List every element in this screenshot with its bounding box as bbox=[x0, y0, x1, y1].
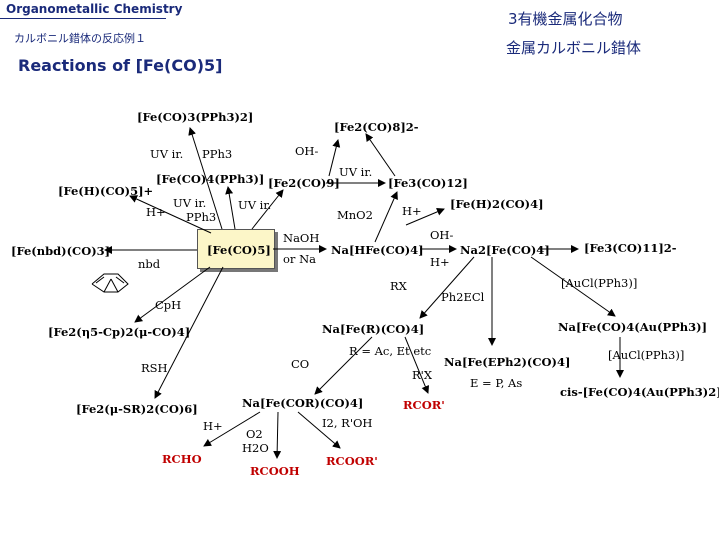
node-fe2-cp-co: [Fe2(η5-Cp)2(μ-CO)4] bbox=[48, 325, 191, 339]
product-rcho: RCHO bbox=[162, 452, 202, 466]
node-na-hfe-co4: Na[HFe(CO)4] bbox=[331, 243, 424, 257]
label-h-2: H+ bbox=[402, 204, 422, 218]
label-aucl-1: [AuCl(PPh3)] bbox=[561, 276, 638, 290]
node-fe-nbd-co3: [Fe(nbd)(CO)3] bbox=[11, 244, 111, 258]
label-co: CO bbox=[291, 357, 310, 371]
label-r-eq: R = Ac, Et etc bbox=[349, 344, 432, 358]
label-naoh: NaOH bbox=[283, 231, 320, 245]
label-pph3-2: PPh3 bbox=[186, 210, 217, 224]
section-subtitle: 金属カルボニル錯体 bbox=[506, 39, 642, 57]
label-uv-3: UV ir. bbox=[173, 196, 207, 210]
brand-underline bbox=[0, 18, 166, 19]
label-e-eq: E = P, As bbox=[470, 376, 523, 390]
node-fe2-sr: [Fe2(μ-SR)2(CO)6] bbox=[76, 402, 198, 416]
node-na2-fe-co4: Na2[Fe(CO)4] bbox=[460, 243, 550, 257]
node-fe2-co8: [Fe2(CO)8]2- bbox=[334, 120, 419, 134]
label-h2o: H2O bbox=[242, 441, 269, 455]
label-nbd: nbd bbox=[138, 257, 161, 271]
product-rcooh: RCOOH bbox=[250, 464, 300, 478]
slide-subtitle: カルボニル錯体の反応例１ bbox=[14, 32, 146, 45]
label-o2: O2 bbox=[246, 427, 263, 441]
label-uv-4: UV ir. bbox=[238, 198, 272, 212]
node-feh-co5: [Fe(H)(CO)5]+ bbox=[58, 184, 154, 198]
node-na-fe-cor-co4: Na[Fe(COR)(CO)4] bbox=[242, 396, 364, 410]
label-uv-1: UV ir. bbox=[150, 147, 184, 161]
label-oh-2: OH- bbox=[430, 228, 454, 242]
node-fe3-co11: [Fe3(CO)11]2- bbox=[584, 241, 677, 255]
product-rcoor: RCOOR' bbox=[326, 454, 378, 468]
label-h-3: H+ bbox=[430, 255, 450, 269]
section-title: 3有機金属化合物 bbox=[508, 10, 623, 28]
node-na-fe-co4-au: Na[Fe(CO)4(Au(PPh3)] bbox=[558, 320, 708, 334]
node-fe-co4-pph3: [Fe(CO)4(PPh3)] bbox=[156, 172, 265, 186]
node-fe2-co9: [Fe2(CO)9] bbox=[268, 176, 340, 190]
label-mno2: MnO2 bbox=[337, 208, 373, 222]
product-rcor: RCOR' bbox=[403, 398, 445, 412]
label-rx: RX bbox=[390, 279, 407, 293]
nbd-structure-icon bbox=[91, 273, 129, 293]
node-fe3-co12: [Fe3(CO)12] bbox=[388, 176, 468, 190]
label-i2: I2, R'OH bbox=[322, 416, 373, 430]
label-rx2: R'X bbox=[412, 368, 433, 382]
label-h-1: H+ bbox=[146, 205, 166, 219]
label-oh-1: OH- bbox=[295, 144, 319, 158]
label-h-4: H+ bbox=[203, 419, 223, 433]
node-cis-fe-au: cis-[Fe(CO)4(Au(PPh3)2] bbox=[560, 385, 719, 399]
label-aucl-2: [AuCl(PPh3)] bbox=[608, 348, 685, 362]
node-fe-co3-pph3-2: [Fe(CO)3(PPh3)2] bbox=[137, 110, 254, 124]
node-fe-co5-center: [Fe(CO)5] bbox=[207, 243, 271, 257]
node-na-fe-eph2-co4: Na[Fe(EPh2)(CO)4] bbox=[444, 355, 571, 369]
label-cph: CpH bbox=[155, 298, 182, 312]
center-compound-box bbox=[197, 229, 275, 269]
node-feh2-co4: [Fe(H)2(CO)4] bbox=[450, 197, 544, 211]
slide-title: Reactions of [Fe(CO)5] bbox=[18, 56, 223, 75]
label-ph2ecl: Ph2ECl bbox=[441, 290, 485, 304]
label-uv-2: UV ir. bbox=[339, 165, 373, 179]
brand-label: Organometallic Chemistry bbox=[6, 2, 183, 16]
label-or-na: or Na bbox=[283, 252, 316, 266]
label-rsh: RSH bbox=[141, 361, 168, 375]
label-pph3-1: PPh3 bbox=[202, 147, 233, 161]
node-na-fe-r-co4: Na[Fe(R)(CO)4] bbox=[322, 322, 425, 336]
